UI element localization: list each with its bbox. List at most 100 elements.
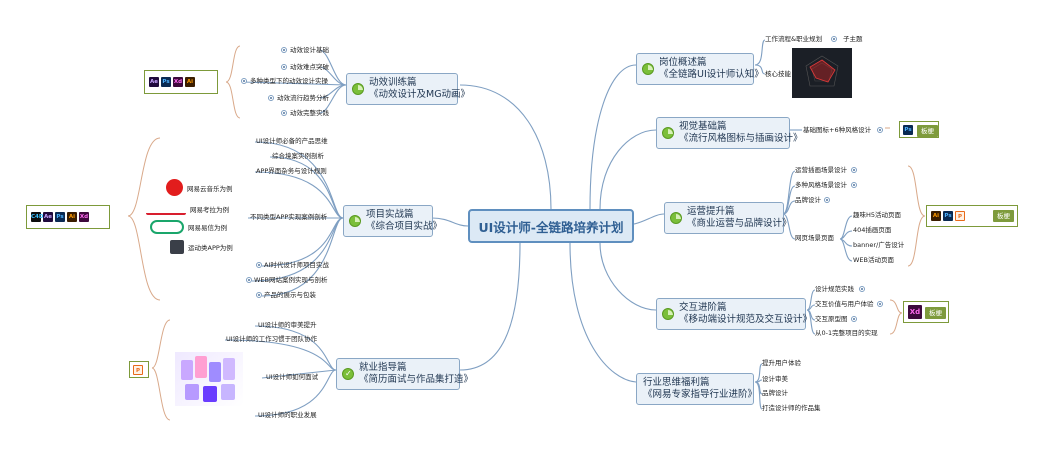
bullet-icon <box>281 47 287 53</box>
pr-icon: P <box>133 364 143 375</box>
ps-icon: Ps <box>55 212 65 222</box>
branch-job-sub: 《简历面试与作品集打造》 <box>359 374 474 385</box>
branch-project-sub: 《综合项目实战》 <box>366 221 443 232</box>
job-tools: P <box>129 361 149 378</box>
branch-industry[interactable]: 行业思维福利篇 《网易专家指导行业进阶》 <box>636 373 757 405</box>
bullet-icon <box>859 286 865 292</box>
branch-operation[interactable]: 运营提升篇 《商业运营与品牌设计》 <box>664 202 792 234</box>
branch-job[interactable]: 就业指导篇 《简历面试与作品集打造》 <box>336 358 474 390</box>
ae-icon: Ae <box>149 77 159 87</box>
project-tools: C4D Ae Ps Ai Xd <box>26 205 110 229</box>
xd-icon: Xd <box>908 305 922 319</box>
portfolio-mockup-image <box>175 352 243 406</box>
leaf-job-3[interactable]: UI设计师的职业发展 <box>258 411 317 419</box>
leaf-interaction-2[interactable]: 交互原型图 <box>815 315 848 323</box>
example-label: 运动类APP为例 <box>188 244 233 252</box>
branch-visual-sub: 《流行风格图标与插画设计》 <box>679 133 803 144</box>
c4d-icon: C4D <box>31 212 44 222</box>
branch-anim[interactable]: 动效训练篇 《动效设计及MG动画》 <box>346 73 471 105</box>
ai-icon: Ai <box>67 212 77 222</box>
branch-position[interactable]: 岗位概述篇 《全链路UI设计师认知》 <box>636 53 764 85</box>
anim-tools: Ae Ps Xd Ai <box>144 70 218 94</box>
leaf-project-mid[interactable]: 不同类型APP实现案例剖析 <box>250 213 328 221</box>
ae-icon: Ae <box>43 212 53 222</box>
branch-project[interactable]: 项目实战篇 《综合项目实战》 <box>343 205 443 237</box>
bullet-icon <box>877 301 883 307</box>
leaf-industry-3[interactable]: 打造设计师的作品集 <box>762 404 821 412</box>
leaf-job-0[interactable]: UI设计师的审美提升 <box>258 321 317 329</box>
bullet-icon <box>281 110 287 116</box>
xd-icon: Xd <box>173 77 183 87</box>
xd-icon: Xd <box>79 212 89 222</box>
topic-icon <box>642 63 654 75</box>
leaf-interaction-0[interactable]: 设计规范实践 <box>815 285 854 293</box>
topic-icon <box>662 308 674 320</box>
bullet-icon <box>256 292 262 298</box>
leaf-project-2[interactable]: APP界面杂务与设计规则 <box>256 167 327 175</box>
branch-operation-title: 运营提升篇 <box>687 206 735 217</box>
leaf-operation-2[interactable]: 品牌设计 <box>795 196 821 204</box>
leaf-industry-0[interactable]: 提升用户体验 <box>762 359 801 367</box>
leaf-interaction-1[interactable]: 交互价值与用户体验 <box>815 300 874 308</box>
branch-visual[interactable]: 视觉基础篇 《流行风格图标与插画设计》 <box>656 117 803 149</box>
leaf-operation-3[interactable]: 网页场景页面 <box>795 234 834 242</box>
branch-anim-title: 动效训练篇 <box>369 77 417 88</box>
leaf-position-0[interactable]: 工作流程&职业规划 <box>765 35 823 43</box>
central-topic[interactable]: UI设计师-全链路培养计划 <box>468 209 634 243</box>
topic-icon <box>670 212 682 224</box>
leaf-job-2[interactable]: UI设计师如何面试 <box>266 373 319 381</box>
bullet-icon <box>877 127 883 133</box>
leaf-anim-3[interactable]: 动效流行趋势分析 <box>277 94 329 102</box>
example-label: 网易易信为例 <box>188 224 227 232</box>
example-kaola: 网易考拉为例 <box>146 203 229 215</box>
branch-interaction-title: 交互进阶篇 <box>679 302 727 313</box>
leaf-interaction-3[interactable]: 从0-1完整项目的实现 <box>815 329 878 337</box>
ps-icon: Ps <box>161 77 171 87</box>
leaf-anim-0[interactable]: 动效设计基础 <box>290 46 329 54</box>
example-yixin: 网易易信为例 <box>150 220 227 234</box>
skill-radar-image <box>792 48 852 98</box>
yixin-logo-icon <box>150 220 184 234</box>
branch-position-sub: 《全链路UI设计师认知》 <box>659 69 764 80</box>
visual-tag: 板梗 <box>917 125 938 137</box>
interaction-tag: 板梗 <box>925 307 946 319</box>
leaf-project-3[interactable]: AI时代设计师项目实战 <box>264 261 329 269</box>
bullet-icon <box>851 316 857 322</box>
leaf-industry-2[interactable]: 品牌设计 <box>762 389 788 397</box>
leaf-web-2[interactable]: banner/广告设计 <box>853 241 905 249</box>
leaf-anim-1[interactable]: 动效难点突破 <box>290 63 329 71</box>
leaf-job-1[interactable]: UI设计师的工作习惯于团队协作 <box>226 335 318 343</box>
example-label: 网易考拉为例 <box>190 206 229 214</box>
leaf-project-0[interactable]: UI设计师必备的产品思维 <box>256 137 328 145</box>
leaf-operation-1[interactable]: 多种风格场景设计 <box>795 181 847 189</box>
branch-interaction-sub: 《移动端设计规范及交互设计》 <box>679 314 813 325</box>
leaf-project-4[interactable]: WEB网站案例实现与剖析 <box>254 276 328 284</box>
bullet-icon <box>241 78 247 84</box>
bullet-icon <box>268 95 274 101</box>
leaf-visual-0[interactable]: 基础图标+6种风格设计 <box>803 126 872 134</box>
leaf-anim-2[interactable]: 多种类型下的动效设计实操 <box>250 77 328 85</box>
leaf-project-5[interactable]: 产品的展示与包装 <box>264 291 316 299</box>
leaf-web-0[interactable]: 趣味H5活动页面 <box>853 211 902 219</box>
leaf-web-1[interactable]: 404插画页面 <box>853 226 892 234</box>
leaf-operation-0[interactable]: 运营插画场景设计 <box>795 166 847 174</box>
branch-interaction[interactable]: 交互进阶篇 《移动端设计规范及交互设计》 <box>656 298 813 330</box>
topic-icon <box>352 83 364 95</box>
branch-position-title: 岗位概述篇 <box>659 57 707 68</box>
leaf-position-1[interactable]: 核心技能 <box>765 70 791 78</box>
kaola-logo-icon <box>146 203 186 215</box>
leaf-anim-4[interactable]: 动效完整实践 <box>290 109 329 117</box>
branch-anim-sub: 《动效设计及MG动画》 <box>369 89 471 100</box>
leaf-industry-1[interactable]: 设计审美 <box>762 375 788 383</box>
topic-icon <box>349 215 361 227</box>
netease-music-icon <box>166 179 183 196</box>
ps-icon: Ps <box>943 211 953 221</box>
sport-app-icon <box>170 240 184 254</box>
leaf-position-child[interactable]: 子主题 <box>843 35 863 43</box>
leaf-web-3[interactable]: WEB活动页面 <box>853 256 894 264</box>
branch-project-title: 项目实战篇 <box>366 209 414 220</box>
leaf-project-1[interactable]: 综合境案实例剖析 <box>272 152 324 160</box>
branch-industry-title: 行业思维福利篇 <box>643 377 710 388</box>
branch-job-title: 就业指导篇 <box>359 362 407 373</box>
